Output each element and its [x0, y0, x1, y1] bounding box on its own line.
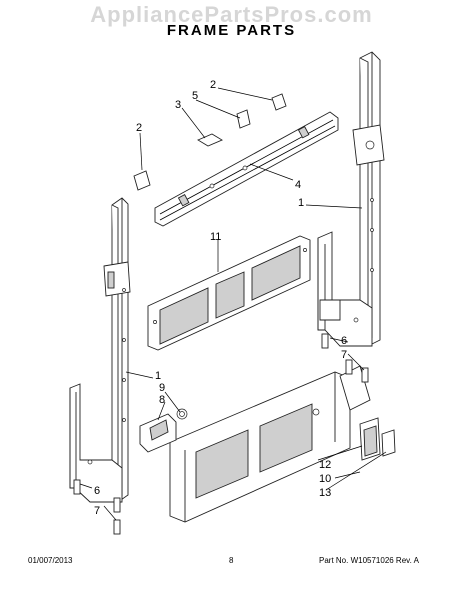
top-rail-part: [154, 111, 339, 227]
right-side-frame-part: [317, 51, 385, 347]
footer-part-number: Part No. W10571026 Rev. A: [319, 556, 419, 565]
back-panel-part: [147, 235, 311, 351]
callout-6-right: 6: [341, 335, 347, 347]
callout-8: 8: [159, 394, 165, 406]
callout-13: 13: [319, 487, 331, 499]
callout-6-left: 6: [94, 485, 100, 497]
callout-10: 10: [319, 473, 331, 485]
clip-parts: [133, 93, 287, 191]
page-title: FRAME PARTS: [166, 22, 297, 39]
screws-left: [73, 479, 121, 535]
callout-5: 5: [192, 90, 198, 102]
callout-3: 3: [175, 99, 181, 111]
screws-right: [321, 333, 369, 383]
callout-11: 11: [210, 231, 221, 243]
front-lower-panel-part: [169, 365, 371, 523]
bracket-parts: [359, 417, 396, 461]
watermark: AppliancePartsPros.com: [90, 2, 373, 27]
callout-2-top: 2: [210, 79, 216, 91]
callout-1-right: 1: [298, 197, 304, 209]
callout-9: 9: [159, 382, 165, 394]
footer-date: 01/007/2013: [28, 556, 73, 565]
callout-1-left: 1: [155, 370, 161, 382]
left-side-frame-part: [69, 197, 131, 503]
footer-page-number: 8: [229, 556, 234, 565]
callout-4: 4: [295, 179, 301, 191]
callout-2-left: 2: [136, 122, 142, 134]
callout-7-left: 7: [94, 505, 100, 517]
callout-12: 12: [319, 459, 331, 471]
callout-7-right: 7: [341, 349, 347, 361]
switch-assembly-part: [139, 408, 188, 453]
